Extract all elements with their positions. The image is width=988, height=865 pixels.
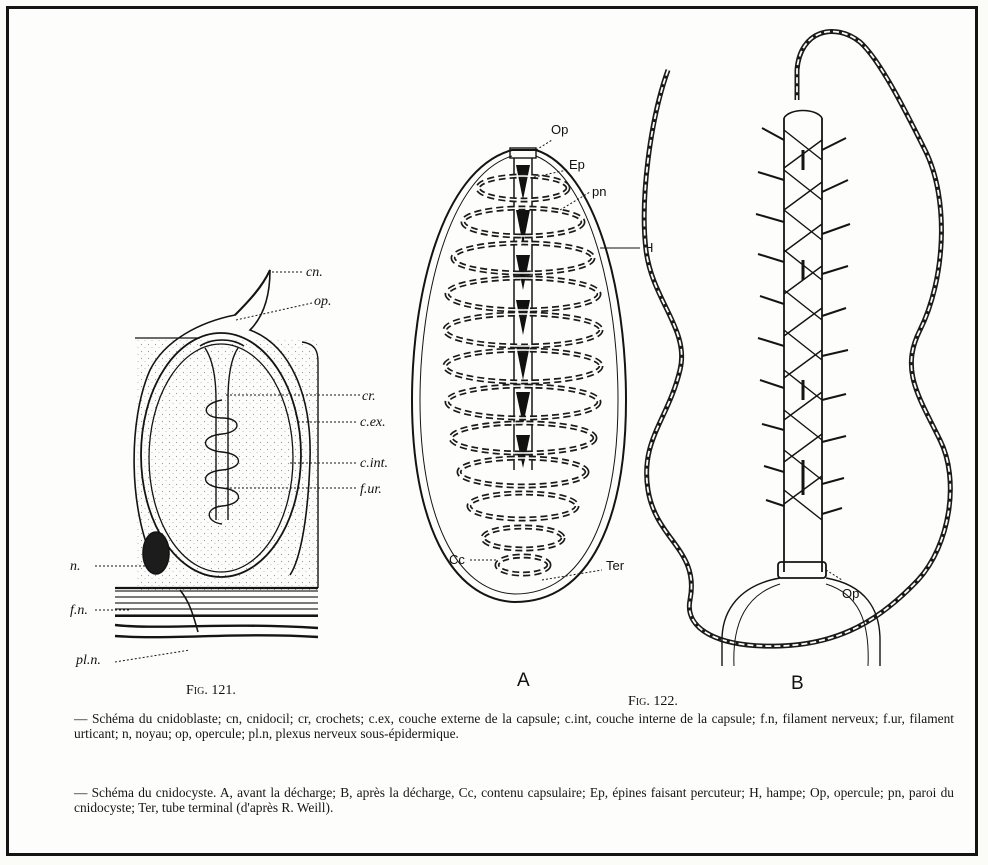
fig121-cnidoblast-drawing <box>115 270 318 637</box>
fig122a-cnidocyst-drawing <box>412 148 626 602</box>
fig122a-label-cc: Cc <box>449 552 465 567</box>
fig122-caption: Fig. 122. <box>628 694 678 709</box>
fig122a-label-ep: Ep <box>569 157 585 172</box>
fig121-label-cn: cn. <box>306 265 323 280</box>
fig122a-label-ter: Ter <box>606 558 625 573</box>
fig122a-label-op: Op <box>551 122 568 137</box>
fig122-legend-text: — Schéma du cnidocyste. A, avant la déch… <box>74 785 954 815</box>
fig121-label-cex: c.ex. <box>360 415 386 430</box>
fig122-legend: — Schéma du cnidocyste. A, avant la déch… <box>74 785 954 815</box>
fig122-panel-b-label: B <box>791 673 804 694</box>
fig122b-label-op: Op <box>842 586 859 601</box>
fig122a-label-pn: pn <box>592 184 606 199</box>
fig121-label-cint: c.int. <box>360 456 388 471</box>
fig122b-cnidocyst-drawing <box>644 31 950 666</box>
fig121-label-fn: f.n. <box>70 603 88 618</box>
fig121-legend-text: — Schéma du cnidoblaste; cn, cnidocil; c… <box>74 711 954 741</box>
fig121-legend: — Schéma du cnidoblaste; cn, cnidocil; c… <box>74 711 954 741</box>
fig121-label-n: n. <box>70 559 81 574</box>
fig121-label-pln: pl.n. <box>75 653 101 668</box>
fig121-label-op: op. <box>314 294 332 309</box>
fig122-panel-a-label: A <box>517 670 530 691</box>
fig121-caption: Fig. 121. <box>186 683 236 698</box>
fig121-label-fur: f.ur. <box>360 482 382 497</box>
fig121-label-cr: cr. <box>362 389 376 404</box>
